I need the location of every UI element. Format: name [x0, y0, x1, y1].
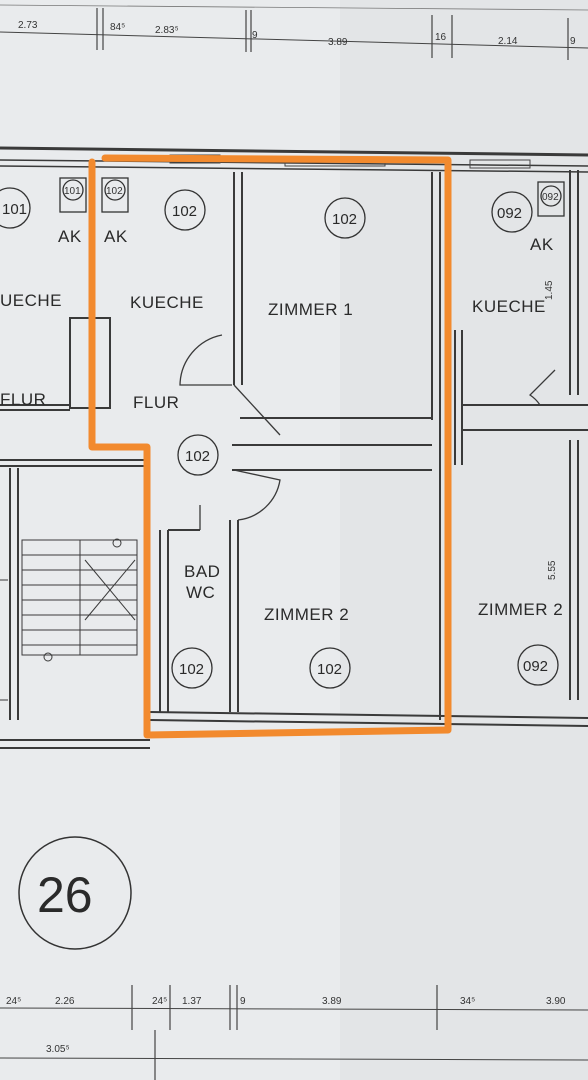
marker-ak-102: 102 — [106, 186, 123, 197]
room-label-kueche-right: KUECHE — [472, 297, 546, 316]
side-dim-1: 1.45 — [544, 280, 555, 300]
dim-bottom-6: 3.89 — [322, 996, 342, 1007]
side-dim-2: 5.55 — [547, 560, 558, 580]
room-label-bad: BAD — [184, 562, 220, 581]
room-label-zimmer2: ZIMMER 2 — [264, 605, 349, 624]
marker-102-zimmer1: 102 — [332, 211, 357, 228]
marker-ak-101: 101 — [64, 186, 81, 197]
room-label-kueche-left: UECHE — [0, 291, 62, 310]
sheet-number: 26 — [18, 836, 132, 950]
ak-label-1: AK — [58, 227, 82, 246]
dim-bottom-8: 3.90 — [546, 996, 566, 1007]
room-label-zimmer2-right: ZIMMER 2 — [478, 600, 563, 619]
dim-top-3: 2.83⁵ — [155, 25, 179, 36]
dim-bottom-1: 24⁵ — [6, 996, 21, 1007]
dim-bottom-2: 2.26 — [55, 996, 75, 1007]
sheet-number-text: 26 — [37, 867, 93, 923]
room-labels: UECHE FLUR KUECHE FLUR ZIMMER 1 ZIMMER 2… — [0, 291, 563, 624]
marker-102-flur: 102 — [185, 448, 210, 465]
unit-marker-numbers: 101 101 102 102 102 102 102 102 092 092 … — [2, 186, 559, 678]
marker-102-bad: 102 — [179, 661, 204, 678]
marker-092-right: 092 — [497, 205, 522, 222]
dim-bottom-7: 34⁵ — [460, 996, 475, 1007]
room-label-zimmer1: ZIMMER 1 — [268, 300, 353, 319]
interior-walls — [0, 170, 588, 749]
room-label-wc: WC — [186, 583, 215, 602]
unit-markers — [0, 177, 565, 689]
dim-bottom-5: 9 — [240, 996, 246, 1007]
dim-top-2: 84⁵ — [110, 22, 125, 33]
ak-label-3: AK — [530, 235, 554, 254]
dim-top-4: 9 — [252, 30, 258, 41]
dim-top-6: 16 — [435, 32, 447, 43]
dim-top-1: 2.73 — [18, 20, 38, 31]
dim-bottom-3: 24⁵ — [152, 996, 167, 1007]
marker-101-left: 101 — [2, 201, 27, 218]
dim-top-8: 9 — [570, 36, 576, 47]
bottom-dimension-line: 24⁵ 2.26 24⁵ 1.37 9 3.89 34⁵ 3.90 3.05⁵ — [0, 985, 588, 1080]
marker-102-kueche: 102 — [172, 203, 197, 220]
staircase — [0, 538, 138, 701]
top-dimension-line: 2.73 84⁵ 2.83⁵ 9 3.89 16 2.14 9 — [0, 4, 588, 60]
apartment-highlight-outline — [88, 154, 452, 739]
dim-top-7: 2.14 — [498, 36, 518, 47]
door-swings — [179, 334, 556, 530]
room-label-flur-left: FLUR — [0, 390, 46, 409]
marker-ak-092: 092 — [542, 192, 559, 203]
ak-label-2: AK — [104, 227, 128, 246]
dim-bottom-9: 3.05⁵ — [46, 1044, 70, 1055]
dim-bottom-4: 1.37 — [182, 996, 202, 1007]
room-label-flur: FLUR — [133, 393, 179, 412]
marker-102-zimmer2: 102 — [317, 661, 342, 678]
marker-092-zimmer2: 092 — [523, 658, 548, 675]
room-label-kueche: KUECHE — [130, 293, 204, 312]
dim-top-5: 3.89 — [328, 37, 348, 48]
paper-fold-shade — [340, 0, 588, 1080]
